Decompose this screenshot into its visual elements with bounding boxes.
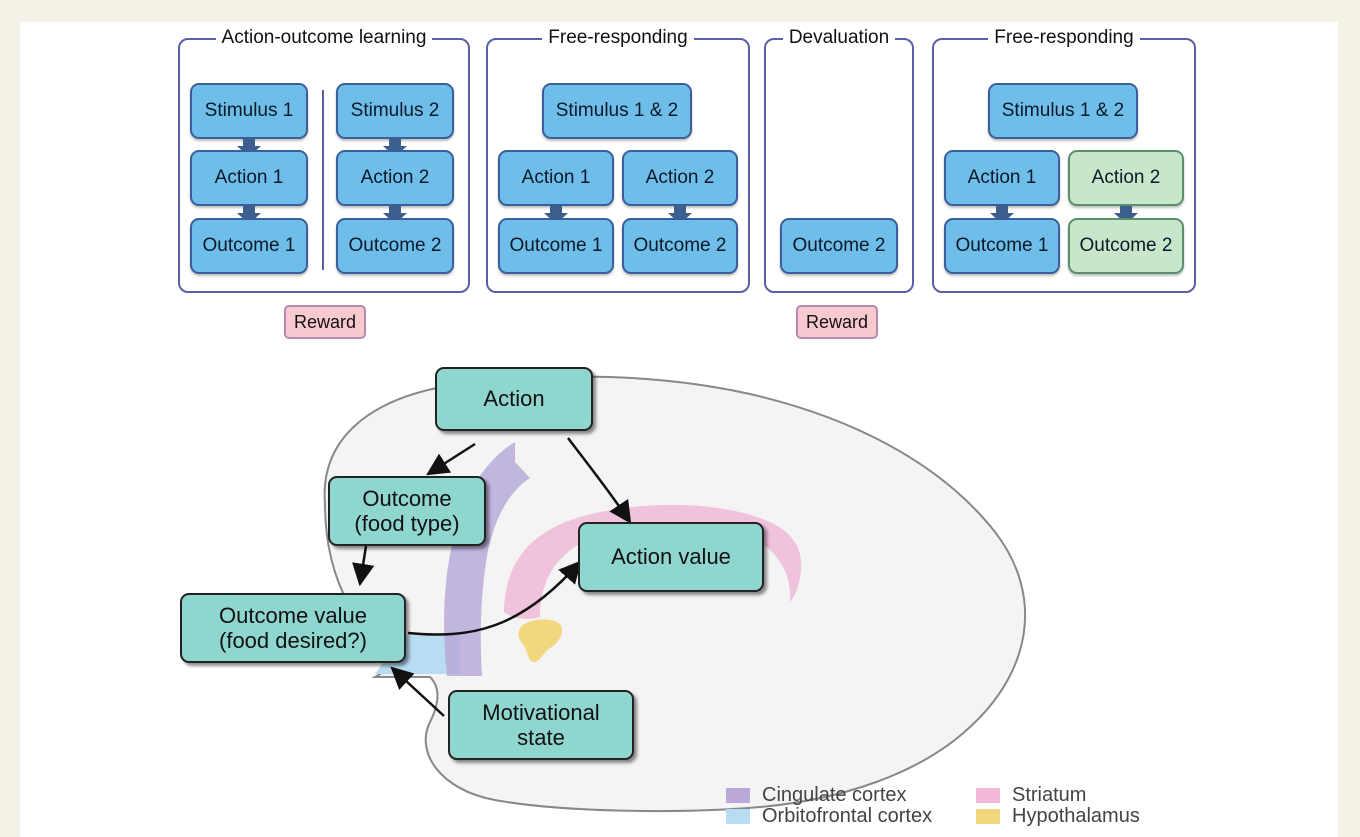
arrow-action-to-action-value [567,437,632,524]
phase-title: Action-outcome learning [215,27,433,48]
phase-title: Free-responding [988,27,1140,48]
arrow-stem [1120,206,1132,213]
legend-swatch [976,788,1000,803]
arrow-motivational-to-outcome-value [390,666,445,717]
devalued-outcome-box: Outcome 2 [1068,218,1184,274]
outcome-node-line2: (food type) [354,511,460,536]
action-node-label: Action [483,386,545,412]
arrow-outcome-value-to-action-value [407,560,582,636]
phase-divider [322,90,324,270]
reward-label: Reward [796,305,878,339]
outcome-node: Outcome (food type) [328,476,486,546]
arrow-stem [243,206,255,213]
arrow-stem [389,139,401,146]
brain-outline [323,375,1026,813]
outcome-box: Outcome 2 [780,218,898,274]
figure-canvas: Action-outcome learning Stimulus 1 Actio… [20,22,1338,837]
action-value-node: Action value [578,522,764,592]
legend-swatch [726,788,750,803]
arrow-stem [243,139,255,146]
devalued-action-box: Action 2 [1068,150,1184,206]
outcome-value-node-line1: Outcome value [219,602,367,628]
stimulus-box: Stimulus 1 [190,83,308,139]
arrow-action-to-outcome [426,442,476,476]
legend-label: Orbitofrontal cortex [762,805,933,827]
arrow-stem [674,206,686,213]
motivational-state-node: Motivational state [448,690,634,760]
brain-schematic [323,375,1026,813]
outcome-box: Outcome 2 [622,218,738,274]
outcome-box: Outcome 2 [336,218,454,274]
arrow-stem [389,206,401,213]
stimulus-box: Stimulus 1 & 2 [542,83,692,139]
legend-label: Striatum [1012,784,1087,806]
action-box: Action 2 [336,150,454,206]
hypothalamus-region [518,619,563,662]
phase-free-responding: Free-responding [486,27,750,293]
arrow-stem [996,206,1008,213]
legend-swatch [976,809,1000,824]
action-node: Action [435,367,593,431]
outcome-box: Outcome 1 [944,218,1060,274]
action-box: Action 1 [190,150,308,206]
arrow-stem [550,206,562,213]
phase-devaluation: Devaluation [764,27,914,293]
reward-label: Reward [284,305,366,339]
stimulus-box: Stimulus 2 [336,83,454,139]
phase-action-outcome-learning: Action-outcome learning [178,27,470,293]
legend-label: Cingulate cortex [762,784,907,806]
phase-title: Free-responding [542,27,694,48]
action-value-node-label: Action value [611,544,731,570]
cingulate-cortex-region [444,442,530,676]
legend-item-orbitofrontal: Orbitofrontal cortex [726,805,932,828]
phase-title: Devaluation [782,27,896,48]
motivational-node-line2: state [517,725,565,750]
outcome-value-node: Outcome value (food desired?) [180,593,406,663]
outcome-box: Outcome 1 [498,218,614,274]
outcome-box: Outcome 1 [190,218,308,274]
action-box: Action 1 [498,150,614,206]
arrow-outcome-to-outcome-value [352,545,375,587]
legend-label: Hypothalamus [1012,805,1140,827]
legend-item-hypothalamus: Hypothalamus [976,805,1140,828]
motivational-node-line1: Motivational [482,699,600,725]
action-box: Action 2 [622,150,738,206]
outcome-value-node-line2: (food desired?) [219,628,367,653]
action-box: Action 1 [944,150,1060,206]
legend-item-cingulate: Cingulate cortex [726,784,907,807]
legend-swatch [726,809,750,824]
legend-item-striatum: Striatum [976,784,1086,807]
outcome-node-line1: Outcome [362,485,452,511]
stimulus-box: Stimulus 1 & 2 [988,83,1138,139]
phase-free-responding-test: Free-responding [932,27,1196,293]
